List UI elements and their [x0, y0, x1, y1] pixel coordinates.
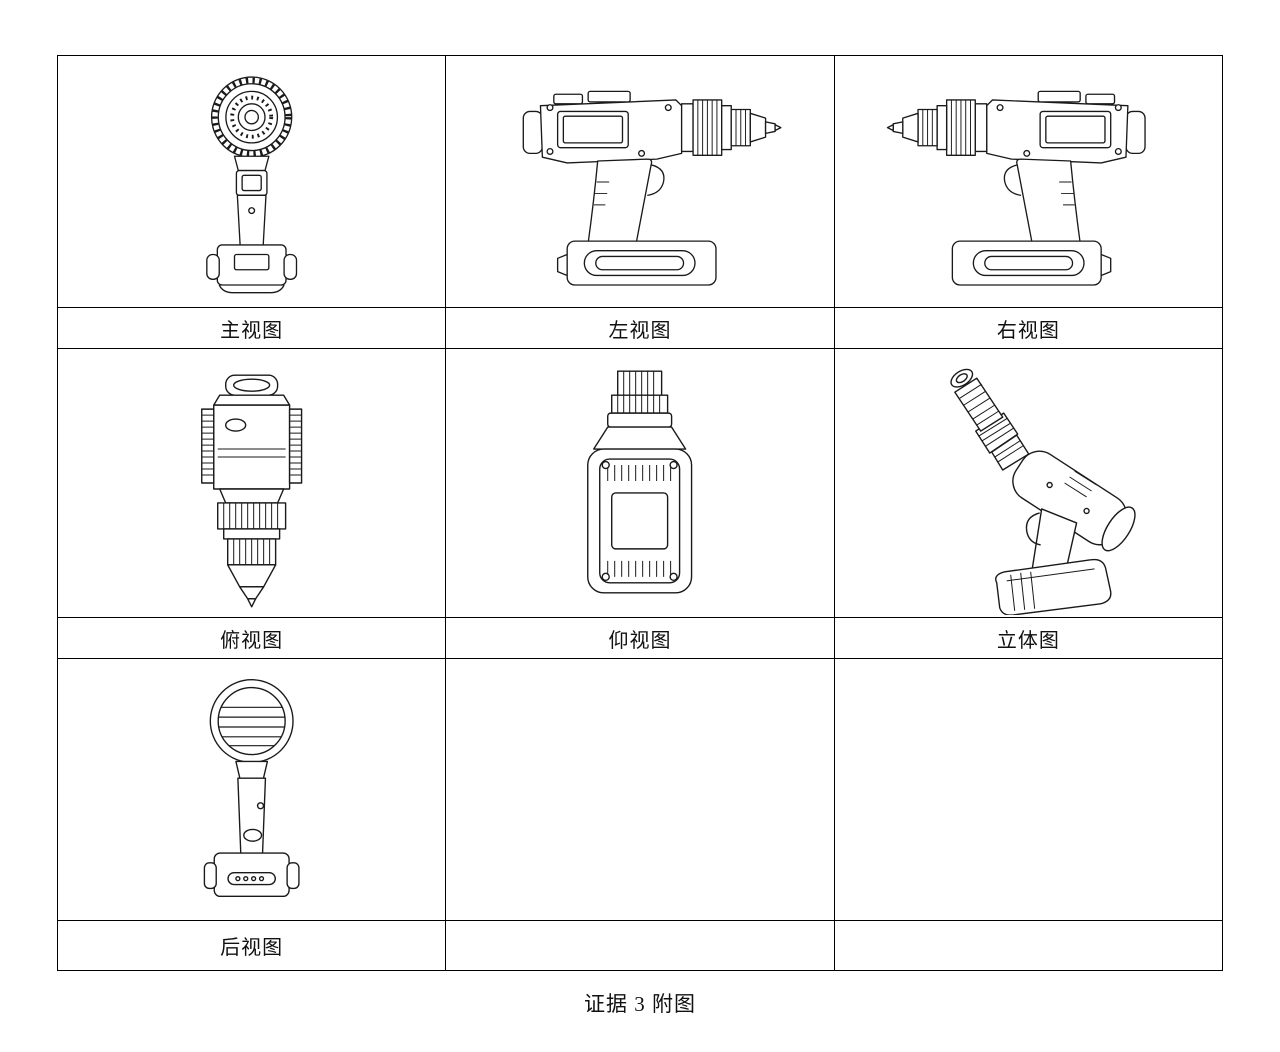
- bottom-view-cell: [445, 348, 835, 618]
- top-view-cell: [56, 348, 447, 618]
- perspective-view-label-cell: 立体图: [833, 617, 1224, 659]
- bottom-view-label-cell: 仰视图: [445, 617, 835, 659]
- top-view-label-cell: 俯视图: [56, 617, 447, 659]
- drawing-row-3: [56, 658, 1224, 921]
- rear-view-label-cell: 后视图: [56, 920, 447, 971]
- rear-view-cell: [56, 658, 447, 921]
- perspective-view-drawing: [946, 365, 1142, 615]
- bottom-view-drawing: [587, 370, 693, 594]
- perspective-view-cell: [833, 348, 1224, 618]
- empty-label-cell-2: [833, 920, 1224, 971]
- view-label-right: 右视图: [996, 319, 1060, 342]
- figure-table: 主视图 左视图 右视图 俯视图 仰视图 立体图: [56, 55, 1224, 971]
- drawing-row-2: [56, 348, 1224, 618]
- front-view-drawing: [58, 58, 445, 306]
- view-label-left: 左视图: [608, 319, 672, 342]
- rear-view-drawing: [203, 678, 300, 897]
- empty-label-cell-1: [445, 920, 835, 971]
- empty-cell-2: [833, 658, 1224, 921]
- label-row-2: 俯视图 仰视图 立体图: [56, 617, 1224, 659]
- right-view-label-cell: 右视图: [833, 307, 1224, 349]
- empty-cell-1: [445, 658, 835, 921]
- front-view-cell: [56, 55, 447, 308]
- left-view-cell: [445, 55, 835, 308]
- left-view-label-cell: 左视图: [445, 307, 835, 349]
- right-view-drawing: [886, 90, 1146, 286]
- front-view-label-cell: 主视图: [56, 307, 447, 349]
- label-row-1: 主视图 左视图 右视图: [56, 307, 1224, 349]
- view-label-front: 主视图: [220, 319, 284, 342]
- top-view-drawing: [201, 374, 303, 608]
- left-view-drawing: [522, 90, 782, 286]
- view-label-rear: 后视图: [220, 937, 284, 959]
- label-row-3: 后视图: [56, 920, 1224, 971]
- drawing-row-1: [56, 55, 1224, 308]
- view-label-bottom: 仰视图: [608, 629, 672, 652]
- figure-caption: 证据 3 附图: [584, 992, 696, 1016]
- right-view-cell: [833, 55, 1224, 308]
- view-label-top: 俯视图: [220, 629, 284, 652]
- view-label-perspective: 立体图: [996, 629, 1060, 652]
